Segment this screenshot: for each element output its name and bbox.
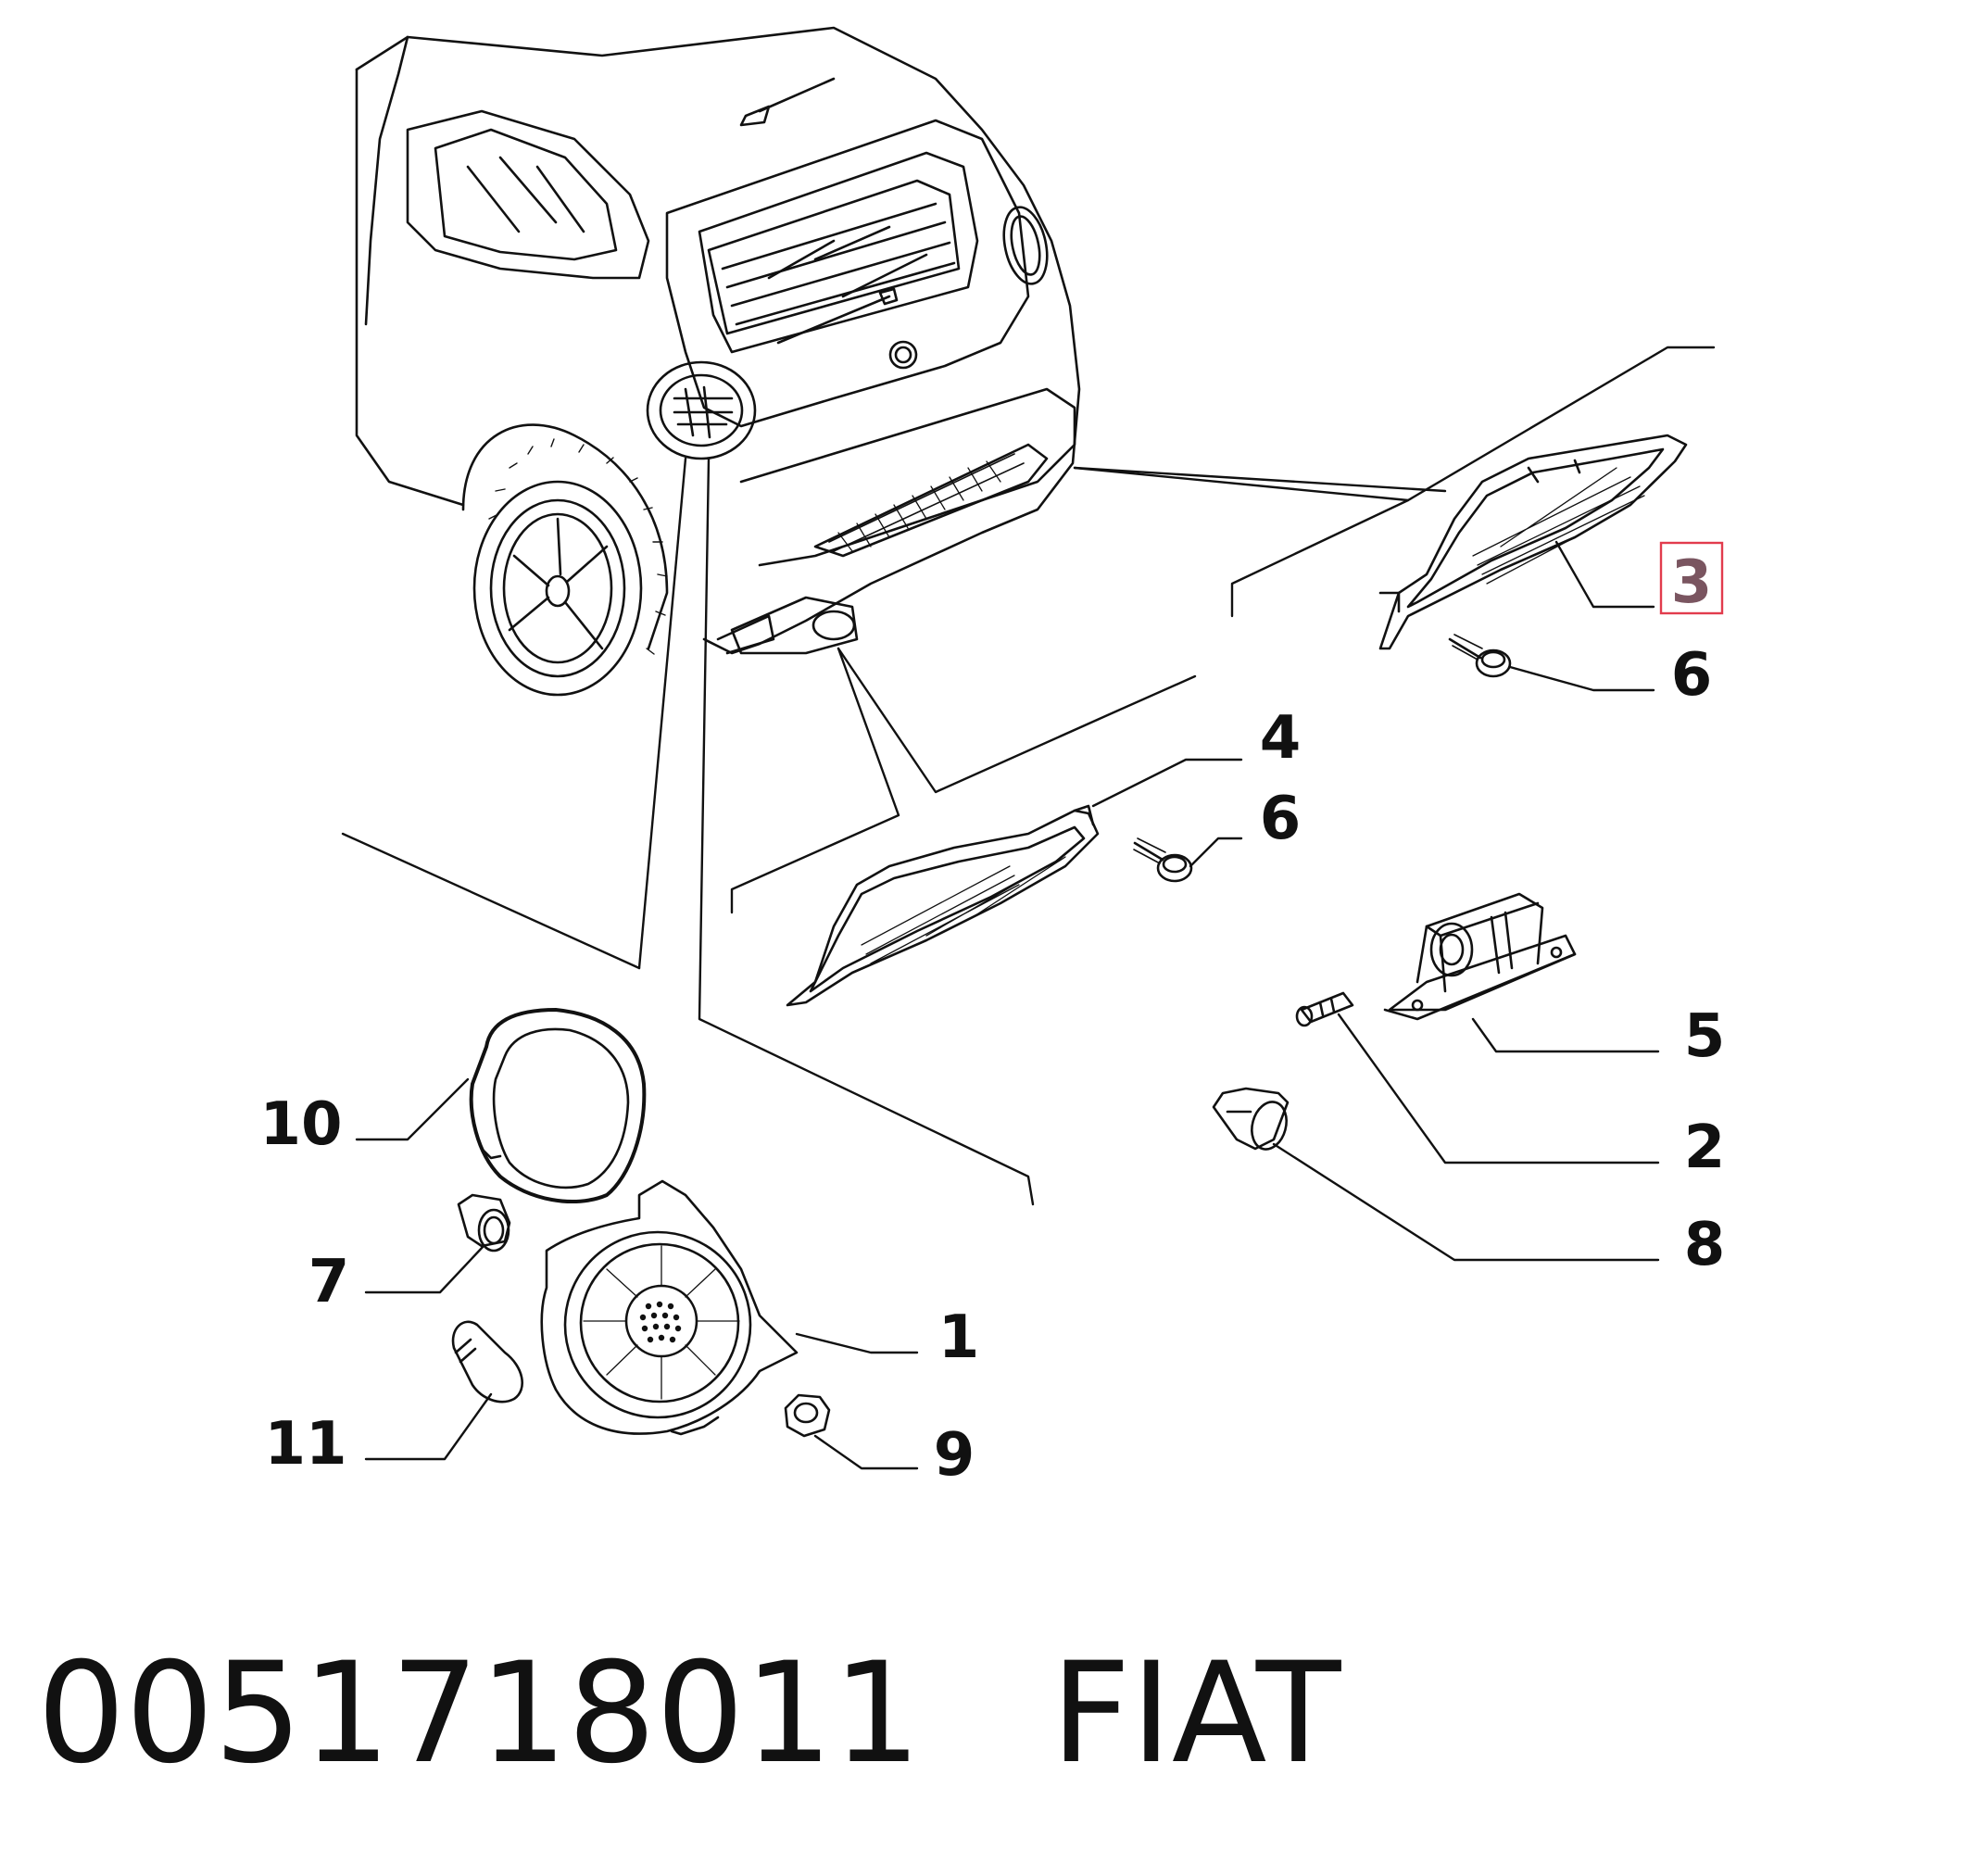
brand-name: FIAT: [1051, 1633, 1341, 1794]
callout-11[interactable]: 11: [264, 1410, 346, 1479]
part-6-screw-upper: [1448, 634, 1512, 678]
callout-leaders: [355, 540, 1660, 1470]
leader-6a: [1508, 665, 1655, 692]
leader-4: [1091, 758, 1243, 808]
callout-1[interactable]: 1: [938, 1303, 980, 1372]
callout-2[interactable]: 2: [1684, 1114, 1726, 1182]
part-10-lamp-bezel: [469, 1008, 647, 1204]
part-number: 0051718011: [37, 1633, 922, 1794]
leader-1: [795, 1332, 919, 1354]
callout-3-highlight-box: [1659, 541, 1724, 615]
part-2-small-bulb: [1295, 991, 1354, 1027]
callout-numbers: 3 6 4 6 5 2 8 10 7 1 11 9: [259, 548, 1725, 1490]
callout-9[interactable]: 9: [934, 1421, 975, 1490]
part-1-round-tail-lamp: [540, 1179, 799, 1436]
callout-5[interactable]: 5: [1684, 1002, 1726, 1071]
callout-4[interactable]: 4: [1260, 704, 1302, 773]
part-7-bulb-holder: [457, 1193, 511, 1252]
car-rear-illustration: [355, 26, 1081, 697]
leader-11: [364, 1392, 493, 1461]
leader-6b: [1189, 837, 1243, 868]
assembly-leader-lines: [341, 346, 1716, 1206]
callout-6-middle[interactable]: 6: [1260, 785, 1302, 853]
leader-2: [1337, 1013, 1660, 1164]
part-4-side-marker-light: [786, 804, 1100, 1007]
part-8-bulb-holder: [1212, 1087, 1290, 1151]
callout-6-upper[interactable]: 6: [1671, 641, 1713, 710]
leader-7: [364, 1244, 485, 1294]
callout-7[interactable]: 7: [308, 1248, 350, 1316]
leader-8: [1272, 1142, 1660, 1262]
callout-3[interactable]: 3: [1671, 548, 1713, 617]
leader-5: [1471, 1017, 1660, 1053]
callout-10[interactable]: 10: [259, 1090, 342, 1159]
part-6-screw-middle: [1133, 837, 1193, 883]
leader-10: [355, 1077, 470, 1141]
part-5-licence-plate-light: [1383, 892, 1577, 1021]
leader-9: [813, 1434, 919, 1470]
part-11-bulb: [451, 1320, 523, 1404]
leader-3: [1554, 540, 1655, 609]
part-3-side-marker-light: [1378, 434, 1688, 650]
part-9-nut: [784, 1393, 831, 1438]
callout-8[interactable]: 8: [1684, 1211, 1726, 1279]
